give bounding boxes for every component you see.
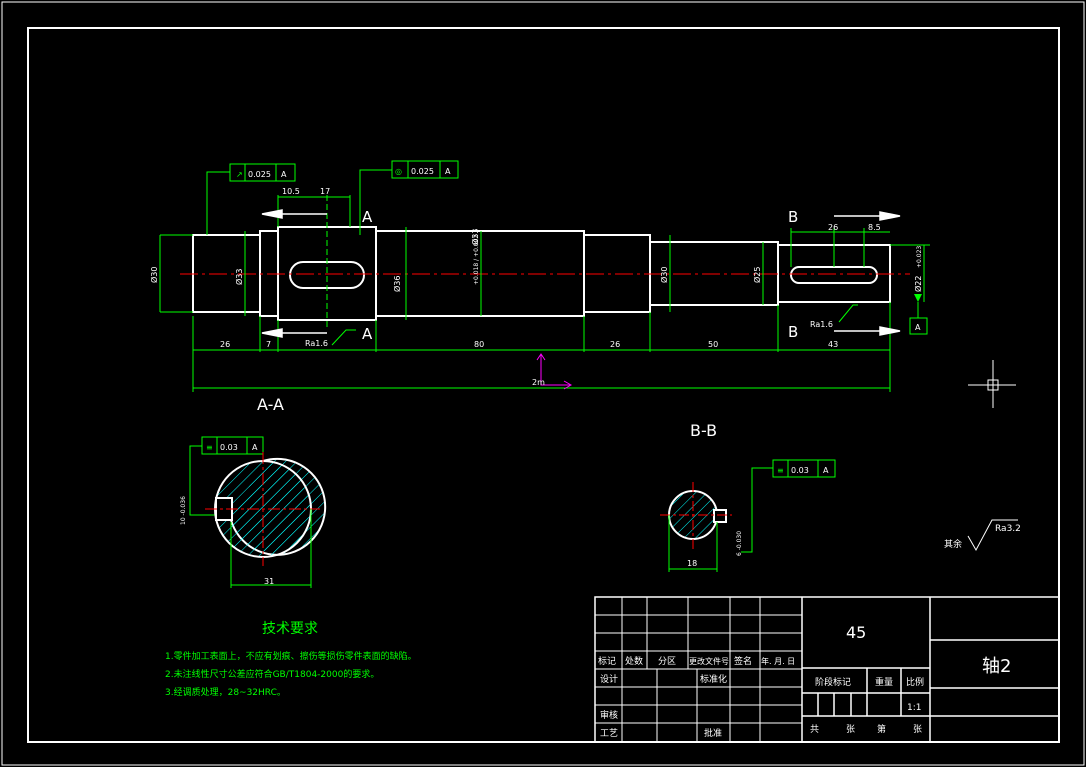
- dim-top-1: 10.5: [282, 187, 300, 196]
- dim-top-3: 26: [828, 223, 838, 232]
- tb-review: 审核: [600, 709, 618, 721]
- dia-7: Ø22: [913, 276, 923, 292]
- title-block-text: 45 轴2 标记 处数 分区 更改文件号 签名 年. 月. 日 设计 标准化 审…: [598, 623, 1011, 739]
- tb-design: 设计: [600, 673, 618, 685]
- surface-note-label: 其余: [944, 538, 962, 550]
- tb-sign: 签名: [734, 655, 752, 667]
- aa-width-dim: 31: [264, 577, 274, 586]
- bb-flatness-datum: A: [823, 466, 829, 475]
- tb-process: 工艺: [600, 728, 618, 739]
- dim-overall: 2m: [532, 378, 545, 387]
- dia-3: Ø36: [392, 276, 402, 292]
- tb-weight: 重量: [875, 676, 893, 688]
- dim-bottom-1: 26: [220, 340, 230, 349]
- roughness-symbol: [967, 519, 1018, 552]
- runout-datum: A: [281, 170, 287, 179]
- main-view-labels: A A B B: [362, 208, 798, 343]
- bb-flatness-value: 0.03: [791, 466, 809, 475]
- section-letter-b-bottom: B: [788, 323, 798, 341]
- keyway-b: [790, 266, 878, 284]
- tb-date: 年. 月. 日: [761, 656, 795, 666]
- section-letter-b-top: B: [788, 208, 798, 226]
- tb-scale: 比例: [906, 676, 924, 688]
- dia-2: Ø33: [234, 269, 244, 285]
- aa-flatness-value: 0.03: [220, 443, 238, 452]
- tech-req-title: 技术要求: [262, 621, 318, 637]
- section-bb-labels: B-B ≡ 0.03 A 18 6 -0.030: [687, 421, 829, 568]
- crosshair-cursor: [968, 360, 1016, 408]
- section-aa-title: A-A: [257, 395, 284, 414]
- section-bb-title: B-B: [690, 421, 717, 440]
- keyway-a: [289, 261, 365, 289]
- dia-5: Ø30: [659, 267, 669, 283]
- tb-standard: 标准化: [700, 673, 727, 685]
- tb-sheet2: 张: [913, 724, 922, 735]
- aa-flatness-datum: A: [252, 443, 258, 452]
- dia-1: Ø30: [149, 267, 159, 283]
- section-letter-a-top: A: [362, 208, 373, 226]
- dia-tol-22: +0.023: [916, 246, 923, 268]
- bb-width-dim: 18: [687, 559, 697, 568]
- section-arrows: [261, 209, 901, 338]
- surface-note-roughness: Ra3.2: [995, 524, 1021, 534]
- dim-top-4: 8.5: [868, 223, 881, 232]
- title-block-grid: [594, 596, 1060, 743]
- coaxial-symbol: ◎: [395, 167, 402, 176]
- datum-label: A: [915, 323, 921, 332]
- tb-approve: 批准: [704, 727, 722, 739]
- tb-stage-mark: 阶段标记: [815, 676, 851, 688]
- tb-page: 第: [877, 723, 886, 735]
- surface-note: 其余 Ra3.2: [944, 524, 1021, 550]
- tb-zone: 分区: [658, 656, 676, 667]
- dim-bottom-3: 80: [474, 340, 484, 349]
- technical-requirements: 技术要求 1.零件加工表面上，不应有划痕、擦伤等损伤零件表面的缺陷。 2.未注线…: [165, 621, 417, 698]
- tb-sheets: 张: [846, 724, 855, 735]
- dim-top-2: 17: [320, 187, 330, 196]
- tb-changedoc: 更改文件号: [689, 656, 729, 666]
- datum-triangle: [914, 294, 922, 302]
- dim-bottom-5: 50: [708, 340, 718, 349]
- tech-req-line-2: 2.未注线性尺寸公差应符合GB/T1804-2000的要求。: [165, 668, 379, 680]
- roughness-left: Ra1.6: [305, 339, 328, 348]
- roughness-right: Ra1.6: [810, 320, 833, 329]
- tb-marks: 标记: [598, 655, 616, 667]
- tb-total: 共: [810, 724, 819, 735]
- tb-scale-value: 1:1: [907, 703, 921, 713]
- material-value: 45: [846, 623, 866, 642]
- runout-value: 0.025: [248, 170, 271, 179]
- section-aa-labels: A-A ≡ 0.03 A 31 10 -0.036: [180, 395, 284, 586]
- bb-key-dim: 6 -0.030: [736, 531, 743, 556]
- tech-req-line-3: 3.经调质处理，28~32HRC。: [165, 686, 286, 698]
- coaxial-value: 0.025: [411, 167, 434, 176]
- bb-flatness-symbol: ≡: [777, 466, 784, 475]
- ucs-icon: [536, 353, 573, 390]
- part-name: 轴2: [982, 656, 1011, 677]
- dia-4: Ø33: [470, 229, 480, 245]
- runout-symbol: ↗: [236, 170, 243, 179]
- section-bb-view: [660, 482, 732, 572]
- tolerance-frames: [189, 160, 928, 553]
- tech-req-line-1: 1.零件加工表面上，不应有划痕、擦伤等损伤零件表面的缺陷。: [165, 650, 417, 662]
- dia-6: Ø25: [752, 267, 762, 283]
- main-dimensions: [159, 169, 930, 392]
- tb-count: 处数: [625, 655, 643, 667]
- aa-flatness-symbol: ≡: [206, 443, 213, 452]
- section-letter-a-bottom: A: [362, 325, 373, 343]
- coaxial-datum: A: [445, 167, 451, 176]
- dim-bottom-2: 7: [266, 340, 271, 349]
- dia-tol-36: +0.018 / +0.002: [473, 235, 480, 285]
- dim-bottom-6: 43: [828, 340, 838, 349]
- dimension-texts: ↗ 0.025 A ◎ 0.025 A A 10.5 17 26 8.5 26 …: [149, 167, 923, 387]
- dim-bottom-4: 26: [610, 340, 620, 349]
- section-aa-view: [205, 452, 327, 588]
- inner-frame: [27, 27, 1060, 743]
- aa-key-dim: 10 -0.036: [180, 496, 187, 525]
